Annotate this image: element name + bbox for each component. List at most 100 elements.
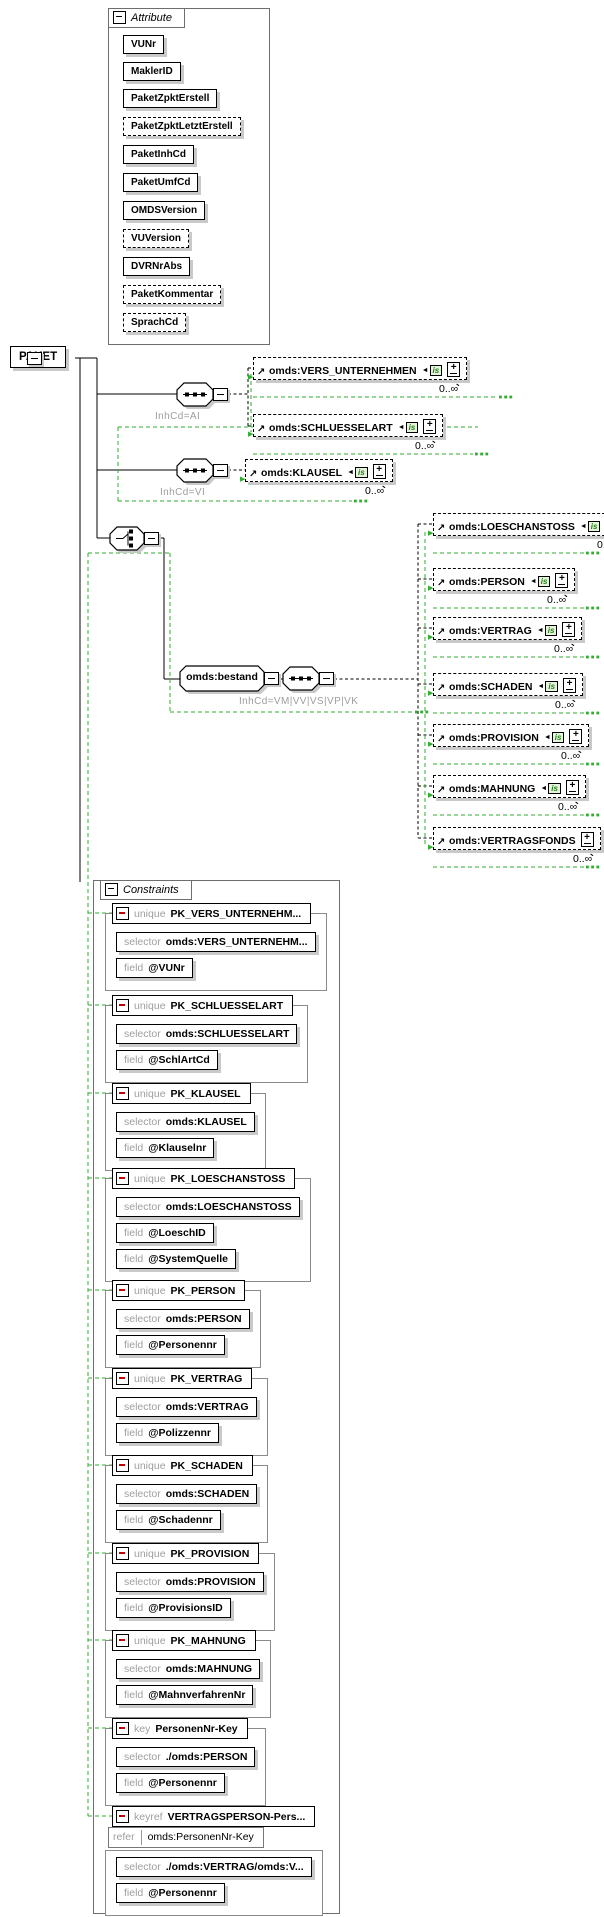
- expand-icon[interactable]: [447, 361, 461, 377]
- constraint-field-row[interactable]: field@Personennr: [116, 1883, 225, 1903]
- constraint-field-row[interactable]: field@LoeschID: [116, 1223, 214, 1243]
- collapse-icon[interactable]: [116, 1372, 129, 1385]
- attribute-paketinhcd[interactable]: PaketInhCd: [123, 145, 195, 164]
- expand-icon[interactable]: [569, 728, 583, 744]
- attribute-paketzpkterstell[interactable]: PaketZpktErstell: [123, 89, 218, 108]
- constraint-selector-row[interactable]: selector./omds:VERTRAG/omds:V...: [116, 1857, 312, 1877]
- constraint-row-value: ./omds:VERTRAG/omds:V...: [165, 1861, 304, 1873]
- is-badge-icon: is: [355, 467, 368, 478]
- constraints-panel-header[interactable]: Constraints: [100, 880, 192, 900]
- attribute-omdsversion[interactable]: OMDSVersion: [123, 201, 206, 220]
- attribute-dvrnrabs[interactable]: DVRNrAbs: [123, 257, 191, 276]
- expand-icon[interactable]: [562, 621, 576, 637]
- reference-arrow-icon: ↗: [437, 627, 446, 638]
- attribute-vunr[interactable]: VUNr: [123, 35, 165, 54]
- collapse-handle-icon[interactable]: [27, 352, 42, 365]
- constraint-field-row[interactable]: field@Schadennr: [116, 1510, 221, 1530]
- element-omds-bestand[interactable]: omds:bestand: [186, 671, 258, 683]
- attribute-vuversion[interactable]: VUVersion: [123, 229, 190, 248]
- is-badge-icon: is: [551, 732, 565, 743]
- collapse-handle-icon[interactable]: [213, 464, 228, 477]
- expand-icon[interactable]: [565, 779, 579, 795]
- collapse-icon[interactable]: [113, 11, 126, 24]
- constraint-row-value: @Personennr: [148, 1777, 217, 1789]
- collapse-handle-icon[interactable]: [264, 672, 279, 685]
- constraint-field-row[interactable]: field@MahnverfahrenNr: [116, 1685, 254, 1705]
- constraint-kind-label: unique: [134, 999, 166, 1012]
- reference-arrow-icon: ↗: [437, 523, 446, 534]
- constraint-field-row[interactable]: field@Klauselnr: [116, 1138, 215, 1158]
- element-omds-klausel[interactable]: ↗omds:KLAUSEL◄is▶: [240, 459, 393, 483]
- element-omds-vertragsfonds[interactable]: ↗omds:VERTRAGSFONDS▶: [428, 827, 601, 851]
- collapse-icon[interactable]: [116, 999, 129, 1012]
- element-omds-person[interactable]: ↗omds:PERSON◄is▶: [428, 568, 576, 592]
- collapse-handle-icon[interactable]: [144, 532, 159, 545]
- collapse-icon[interactable]: [116, 1284, 129, 1297]
- constraint-field-row[interactable]: field@Personennr: [116, 1773, 225, 1793]
- attribute-sprachcd[interactable]: SprachCd: [123, 313, 187, 332]
- attribute-label: DVRNrAbs: [131, 261, 183, 272]
- collapse-icon[interactable]: [116, 1547, 129, 1560]
- collapse-icon[interactable]: [116, 1087, 129, 1100]
- constraint-field-row[interactable]: field@SchlArtCd: [116, 1050, 218, 1070]
- element-label: omds:VERTRAGSFONDS: [449, 835, 576, 847]
- substitution-arrow-icon: ◄: [529, 578, 537, 585]
- constraint-field-row[interactable]: field@Polizzennr: [116, 1423, 220, 1443]
- constraint-field-row[interactable]: field@SystemQuelle: [116, 1249, 236, 1269]
- attributes-panel-header[interactable]: Attribute: [108, 8, 185, 28]
- element-omds-mahnung[interactable]: ↗omds:MAHNUNG◄is▶: [428, 775, 586, 799]
- expand-icon[interactable]: [555, 572, 569, 588]
- constraint-row-value: omds:VERS_UNTERNEHM...: [165, 936, 308, 948]
- constraints-panel-title: Constraints: [123, 883, 179, 896]
- collapse-handle-icon[interactable]: [319, 672, 334, 685]
- attribute-maklerid[interactable]: MaklerID: [123, 62, 181, 81]
- constraint-field-row[interactable]: field@ProvisionsID: [116, 1598, 231, 1618]
- attribute-paketzpktletzterstell[interactable]: PaketZpktLetztErstell: [123, 117, 241, 136]
- collapse-icon[interactable]: [116, 907, 129, 920]
- element-omds-loeschanstoss[interactable]: ↗omds:LOESCHANSTOSS◄is▶: [428, 513, 604, 537]
- collapse-icon[interactable]: [116, 1172, 129, 1185]
- attribute-paketumfcd[interactable]: PaketUmfCd: [123, 173, 199, 192]
- element-omds-vers-unternehmen[interactable]: ↗omds:VERS_UNTERNEHMEN◄is▶: [248, 357, 468, 381]
- element-omds-schluesselart[interactable]: ↗omds:SCHLUESSELART◄is▶: [248, 414, 444, 438]
- collapse-icon[interactable]: [116, 1634, 129, 1647]
- collapse-handle-icon[interactable]: [213, 388, 228, 401]
- constraint-field-row[interactable]: field@Personennr: [116, 1335, 225, 1355]
- expand-icon[interactable]: [372, 463, 386, 479]
- expand-icon[interactable]: [423, 418, 437, 434]
- collapse-icon[interactable]: [105, 883, 118, 896]
- constraint-kind-label: unique: [134, 1547, 166, 1560]
- element-omds-schaden[interactable]: ↗omds:SCHADEN◄is▶: [428, 673, 584, 697]
- expand-icon[interactable]: [580, 831, 594, 847]
- collapse-icon[interactable]: [116, 1722, 129, 1735]
- constraint-field-row[interactable]: field@VUNr: [116, 958, 193, 978]
- expand-icon[interactable]: [563, 677, 577, 693]
- attribute-paketkommentar[interactable]: PaketKommentar: [123, 285, 222, 304]
- collapse-icon[interactable]: [116, 1459, 129, 1472]
- constraint-selector-row[interactable]: selector./omds:PERSON: [116, 1747, 256, 1767]
- collapse-icon[interactable]: [116, 1810, 129, 1823]
- element-omds-provision[interactable]: ↗omds:PROVISION◄is▶: [428, 724, 590, 748]
- element-omds-vertrag[interactable]: ↗omds:VERTRAG◄is▶: [428, 617, 583, 641]
